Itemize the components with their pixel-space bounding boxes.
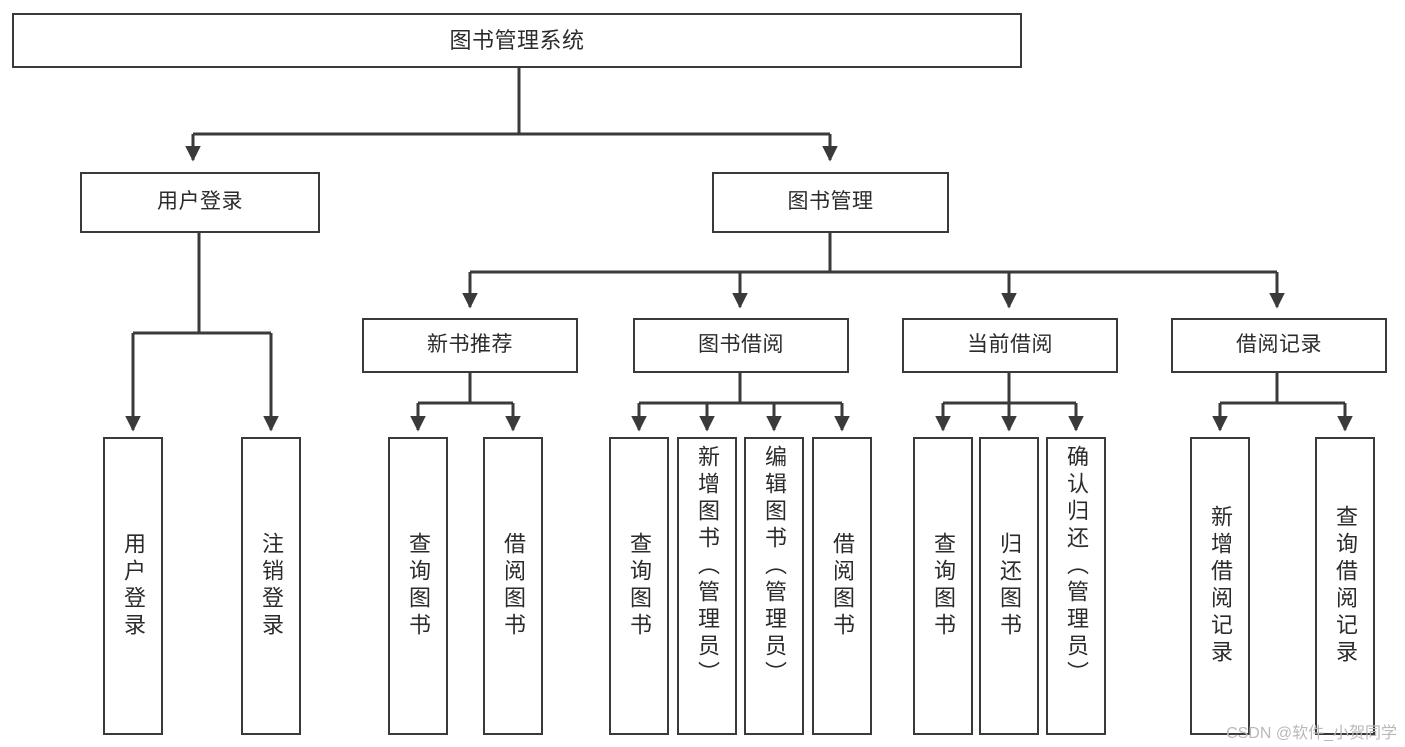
leaf-add-borrow-record[interactable]: 新增借阅记录 [1190, 437, 1250, 735]
node-label: 新书推荐 [427, 333, 513, 357]
node-label: 图书借阅 [698, 333, 784, 357]
node-new-book-recommend[interactable]: 新书推荐 [362, 318, 578, 373]
node-label: 用户登录 [157, 190, 243, 214]
node-label: 借阅记录 [1236, 333, 1322, 357]
leaf-borrow-book-recommend[interactable]: 借阅图书 [483, 437, 543, 735]
node-label: 确认归还（管理员） [1064, 445, 1089, 688]
node-user-login[interactable]: 用户登录 [80, 172, 320, 233]
node-label: 图书管理系统 [449, 27, 585, 53]
node-book-borrow[interactable]: 图书借阅 [633, 318, 849, 373]
leaf-borrow-book[interactable]: 借阅图书 [812, 437, 872, 735]
node-label: 借阅图书 [501, 532, 526, 640]
leaf-query-book-borrow[interactable]: 查询图书 [609, 437, 669, 735]
node-book-management[interactable]: 图书管理 [712, 172, 949, 233]
node-label: 查询图书 [627, 532, 652, 640]
node-label: 新增借阅记录 [1208, 505, 1233, 667]
node-root-system[interactable]: 图书管理系统 [12, 13, 1022, 68]
node-label: 用户登录 [121, 532, 146, 640]
watermark-text: CSDN @软件_小贺同学 [1226, 725, 1397, 742]
node-label: 编辑图书（管理员） [762, 445, 787, 688]
leaf-edit-book-admin[interactable]: 编辑图书（管理员） [744, 437, 804, 735]
node-label: 图书管理 [787, 190, 874, 214]
node-label: 查询图书 [406, 532, 431, 640]
node-label: 借阅图书 [830, 532, 855, 640]
node-current-borrow[interactable]: 当前借阅 [902, 318, 1118, 373]
leaf-query-borrow-record[interactable]: 查询借阅记录 [1315, 437, 1375, 735]
node-label: 新增图书（管理员） [695, 445, 720, 688]
leaf-query-book-current[interactable]: 查询图书 [913, 437, 973, 735]
node-label: 归还图书 [997, 532, 1022, 640]
leaf-add-book-admin[interactable]: 新增图书（管理员） [677, 437, 737, 735]
node-label: 当前借阅 [967, 333, 1053, 357]
node-borrow-record[interactable]: 借阅记录 [1171, 318, 1387, 373]
node-label: 查询借阅记录 [1333, 505, 1358, 667]
leaf-return-book[interactable]: 归还图书 [979, 437, 1039, 735]
leaf-logout[interactable]: 注销登录 [241, 437, 301, 735]
leaf-user-login[interactable]: 用户登录 [103, 437, 163, 735]
node-label: 查询图书 [931, 532, 956, 640]
leaf-confirm-return-admin[interactable]: 确认归还（管理员） [1046, 437, 1106, 735]
node-label: 注销登录 [259, 532, 284, 640]
leaf-query-book-recommend[interactable]: 查询图书 [388, 437, 448, 735]
